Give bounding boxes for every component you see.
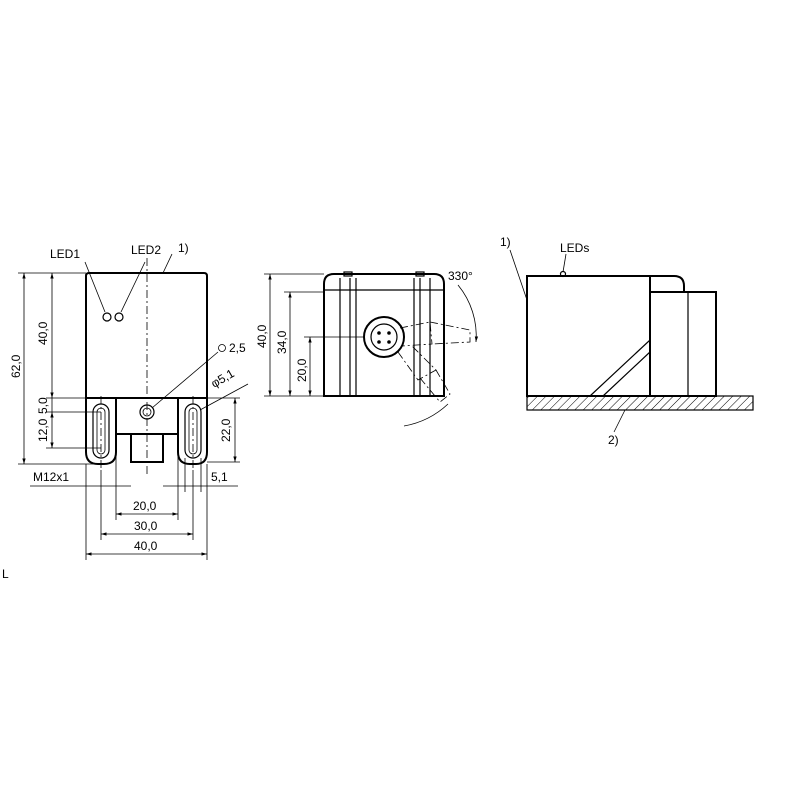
mount-note1: 1) [500,235,511,249]
mount-body [526,275,651,397]
mounting-plate [526,395,754,411]
dim-40: 40,0 [36,321,50,345]
side-dim-40: 40,0 [255,324,269,348]
dim-5-1: 5,1 [211,470,228,484]
front-view: LED1 LED2 1) 2,5 φ5,1 62,0 40,0 5,0 12,0… [9,241,249,560]
thread-label: M12x1 [33,470,69,484]
dim-40-width: 40,0 [134,539,158,553]
sensor-body-upper [85,272,208,399]
led1-indicator [102,312,112,322]
side-dim-34: 34,0 [275,330,289,354]
side-dim-20: 20,0 [295,358,309,382]
mount-bracket [649,291,717,397]
hole-label: 2,5 [229,341,246,355]
angle-label: 330° [448,269,473,283]
dim-5: 5,0 [36,397,50,414]
dim-12: 12,0 [36,418,50,442]
side-connector [363,316,405,358]
led2-indicator [114,312,124,322]
corner-mark: L [2,567,9,581]
mount-leds-label: LEDs [560,241,589,255]
dim-62: 62,0 [9,354,23,378]
mount-note2: 2) [608,433,619,447]
mounting-view: 1) LEDs 2) [500,235,754,447]
slot-diameter-label: φ5,1 [209,366,237,391]
led1-label: LED1 [50,247,80,261]
side-body [323,273,445,397]
side-view: 330° 40,0 34,0 20,0 [255,269,479,427]
dim-30: 30,0 [134,519,158,533]
dim-22: 22,0 [219,418,233,442]
dim-20: 20,0 [133,499,157,513]
led2-label: LED2 [131,243,161,257]
note1-label: 1) [178,241,189,255]
